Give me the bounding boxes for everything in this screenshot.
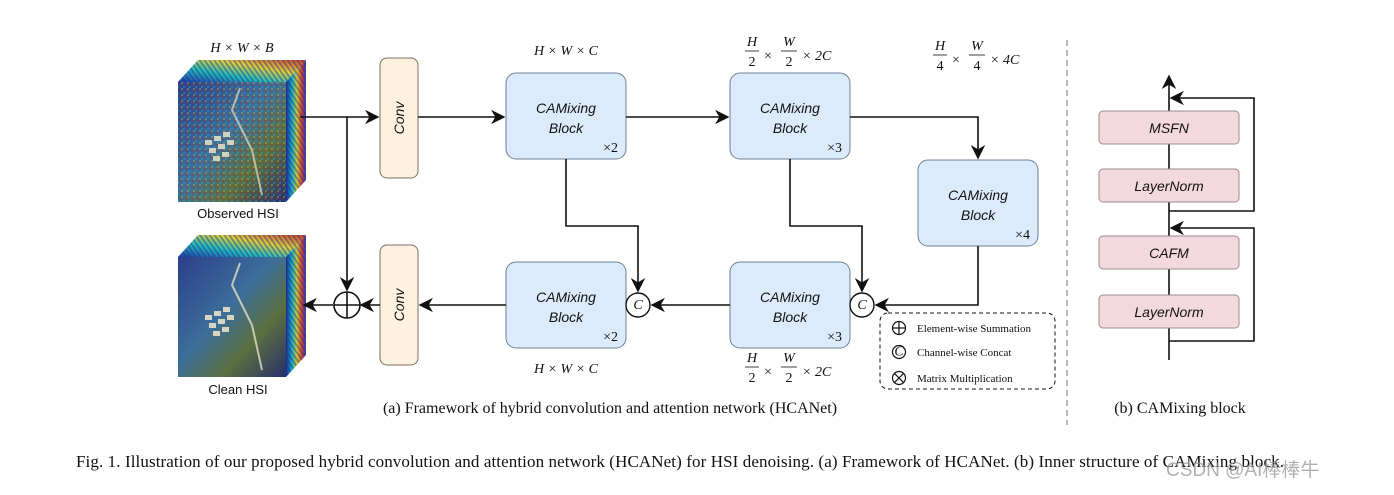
svg-text:H: H <box>746 351 758 366</box>
dim-top-1: H × W × C <box>533 44 599 59</box>
block-dec2-line1: CAMixing <box>760 289 820 305</box>
svg-text:C: C <box>633 298 643 313</box>
svg-text:×: × <box>764 365 772 380</box>
svg-text:× 2C: × 2C <box>802 49 832 64</box>
svg-text:W: W <box>971 39 984 54</box>
svg-text:W: W <box>783 35 796 50</box>
layer-cafm: CAFM <box>1098 235 1240 270</box>
circle-times-icon <box>891 370 907 386</box>
dim-top-2: H 2 × W 2 × 2C <box>745 35 832 70</box>
conv-bottom-box: Conv <box>379 244 419 366</box>
svg-text:2: 2 <box>786 371 793 386</box>
dim-bottom-1: H × W × C <box>533 362 599 377</box>
watermark: CSDN @AI棒棒牛 <box>1166 460 1320 481</box>
camixing-block-bottleneck: CAMixing Block ×4 <box>917 159 1039 247</box>
hcanet-diagram: Observed HSI H × W × B Clean HSI Conv Co… <box>178 35 1255 425</box>
legend-summation: Element-wise Summation <box>917 323 1031 335</box>
layer-cafm-label: CAFM <box>1149 245 1189 261</box>
dim-top-3: H 4 × W 4 × 4C <box>933 39 1020 74</box>
figure-caption: Fig. 1. Illustration of our proposed hyb… <box>76 452 1285 471</box>
observed-hsi-label: Observed HSI <box>197 206 279 221</box>
camixing-block-dec1: CAMixing Block ×2 <box>505 261 627 349</box>
layer-msfn-label: MSFN <box>1149 120 1190 136</box>
svg-text:C: C <box>894 345 904 360</box>
layer-msfn: MSFN <box>1098 110 1240 145</box>
concat-node-2: C <box>849 292 875 318</box>
block-enc2-line2: Block <box>773 120 808 136</box>
camixing-block-dec2: CAMixing Block ×3 <box>729 261 851 349</box>
legend-concat: Channel-wise Concat <box>917 347 1011 359</box>
svg-text:W: W <box>783 351 796 366</box>
camixing-block-enc2: CAMixing Block ×3 <box>729 72 851 160</box>
camixing-block-enc1: CAMixing Block ×2 <box>505 72 627 160</box>
block-mid-line1: CAMixing <box>948 187 1008 203</box>
concat-node-1: C <box>625 292 651 318</box>
summation-node <box>333 291 361 319</box>
block-enc1-line2: Block <box>549 120 584 136</box>
dim-bottom-2: H 2 × W 2 × 2C <box>745 351 832 386</box>
block-enc1-mult: ×2 <box>603 141 618 156</box>
layer-layernorm-top-label: LayerNorm <box>1134 178 1204 194</box>
svg-text:C: C <box>857 298 867 313</box>
block-dec1-line1: CAMixing <box>536 289 596 305</box>
svg-text:4: 4 <box>937 59 944 74</box>
layer-layernorm-top: LayerNorm <box>1098 168 1240 203</box>
conv-top-label: Conv <box>391 101 407 135</box>
svg-text:× 2C: × 2C <box>802 365 832 380</box>
svg-text:×: × <box>764 49 772 64</box>
layer-layernorm-bottom-label: LayerNorm <box>1134 304 1204 320</box>
observed-hsi-image <box>178 60 306 202</box>
svg-text:2: 2 <box>749 55 756 70</box>
block-dec2-mult: ×3 <box>827 330 842 345</box>
svg-text:2: 2 <box>786 55 793 70</box>
svg-text:2: 2 <box>749 371 756 386</box>
svg-text:×: × <box>952 53 960 68</box>
legend: Element-wise Summation C Channel-wise Co… <box>879 312 1056 390</box>
framework-arrows <box>300 109 986 313</box>
conv-top-box: Conv <box>379 57 419 179</box>
block-dec1-mult: ×2 <box>603 330 618 345</box>
block-enc2-mult: ×3 <box>827 141 842 156</box>
block-dec1-line2: Block <box>549 309 584 325</box>
circle-c-icon: C <box>891 345 907 360</box>
svg-text:× 4C: × 4C <box>990 53 1020 68</box>
circle-plus-icon <box>891 320 907 336</box>
clean-hsi-label: Clean HSI <box>208 382 267 397</box>
framework-caption: (a) Framework of hybrid convolution and … <box>383 400 837 417</box>
conv-bottom-label: Conv <box>391 288 407 322</box>
camixing-caption: (b) CAMixing block <box>1114 400 1246 417</box>
block-mid-line2: Block <box>961 207 996 223</box>
block-enc2-line1: CAMixing <box>760 100 820 116</box>
svg-text:H: H <box>746 35 758 50</box>
block-mid-mult: ×4 <box>1015 228 1030 243</box>
legend-matmul: Matrix Multiplication <box>917 373 1013 385</box>
clean-hsi-image <box>178 235 306 377</box>
block-dec2-line2: Block <box>773 309 808 325</box>
svg-text:4: 4 <box>974 59 981 74</box>
block-enc1-line1: CAMixing <box>536 100 596 116</box>
input-dims-label: H × W × B <box>209 41 274 56</box>
layer-layernorm-bottom: LayerNorm <box>1098 294 1240 329</box>
svg-text:H: H <box>934 39 946 54</box>
